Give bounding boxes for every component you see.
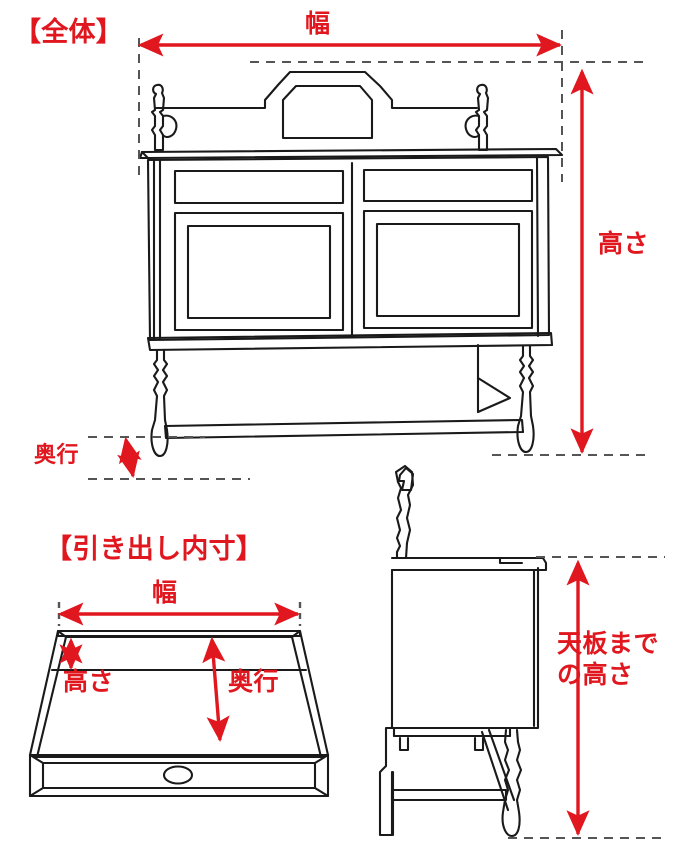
drawer-front-bevel-bottom — [28, 786, 330, 798]
side-view-drawing — [378, 464, 548, 838]
drawer-inner-view-drawing — [28, 629, 330, 798]
side-tenon-left — [398, 736, 410, 752]
side-guide-lines — [508, 556, 665, 839]
overall-depth-label: 奥行 — [34, 443, 79, 468]
back-splash-crest — [153, 70, 479, 110]
side-front-turned-leg — [501, 728, 523, 838]
overall-dimension-arrows — [117, 33, 594, 479]
right-finial-bulb — [464, 114, 481, 139]
side-tenon-right — [473, 736, 485, 752]
side-top-board-notch — [498, 556, 524, 565]
drawer-depth-label: 奥行 — [228, 667, 280, 696]
side-lower-stretcher — [390, 788, 508, 802]
rear-right-brace — [476, 376, 512, 414]
overall-height-label: 高さ — [598, 229, 650, 258]
side-back-edge — [378, 726, 394, 837]
drawer-front-top-left — [173, 169, 345, 205]
side-angled-brace — [480, 730, 510, 812]
top-board — [140, 147, 564, 160]
drawer-front-bevel — [28, 753, 330, 765]
drawer-front-top-right — [362, 168, 534, 203]
side-angled-brace-2 — [487, 728, 516, 802]
side-upper-stretcher — [392, 726, 512, 738]
side-top-height-label-line1: 天板まで — [557, 629, 660, 658]
overall-width-label: 幅 — [305, 9, 331, 38]
left-finial-bulb — [161, 114, 178, 139]
drawer-height-label: 高さ — [63, 667, 115, 696]
overall-section-title: 【全体】 — [14, 17, 124, 48]
side-crest-post — [394, 464, 415, 560]
drawer-section-title: 【引き出し内寸】 — [45, 534, 264, 565]
drawer-depth-arrow — [202, 636, 230, 743]
left-finial-post — [150, 83, 166, 152]
overall-guide-lines — [88, 30, 652, 480]
drawer-knob — [162, 765, 194, 785]
cabinet-right-stile — [535, 156, 540, 338]
cabinet-body — [146, 155, 551, 342]
drawer-left-wall — [28, 629, 68, 759]
overall-front-view-drawing — [138, 70, 564, 492]
door-left-inner — [186, 224, 332, 320]
side-top-height-label-line2: の高さ — [557, 660, 634, 689]
left-turned-leg — [150, 348, 169, 458]
cabinet-apron — [146, 331, 554, 352]
drawer-dimension-arrows — [57, 602, 301, 743]
door-left-outer — [173, 211, 345, 332]
drawer-front-face — [28, 753, 330, 798]
right-finial-post — [474, 83, 490, 152]
right-turned-leg — [516, 344, 535, 454]
door-right-outer — [362, 209, 534, 330]
side-top-board — [390, 556, 548, 572]
side-cabinet-body — [390, 566, 540, 730]
depth-dimension-arrow — [117, 436, 142, 479]
bottom-stretcher — [163, 418, 525, 440]
drawer-right-wall — [290, 629, 330, 759]
drawer-width-label: 幅 — [152, 578, 178, 607]
drawer-top-rim — [56, 629, 302, 638]
door-right-inner — [375, 222, 521, 318]
crest-inner-panel — [281, 84, 374, 140]
